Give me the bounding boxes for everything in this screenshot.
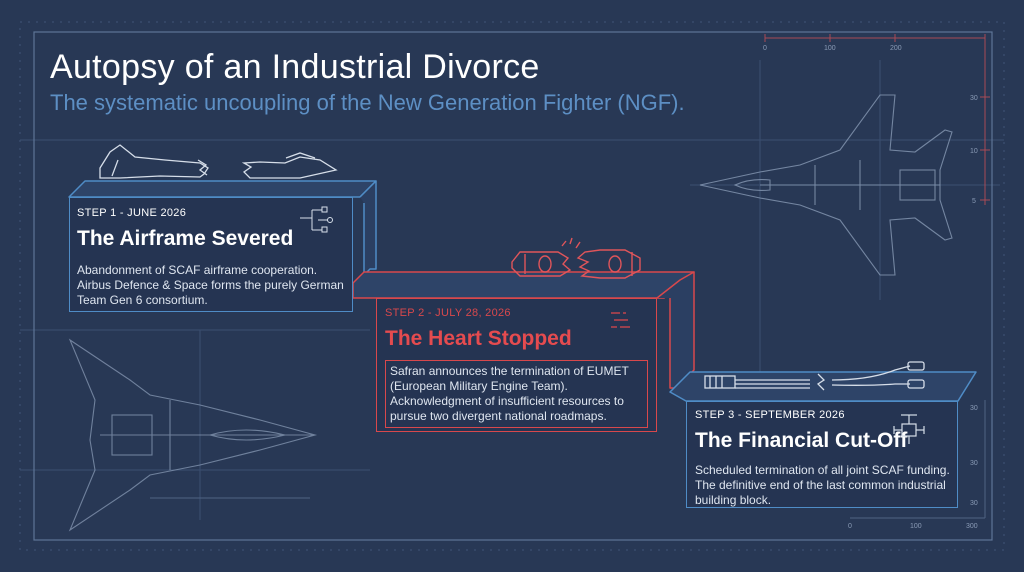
valve-icon bbox=[893, 414, 925, 444]
ruler-bottom-1: 100 bbox=[910, 523, 922, 530]
step-3-title: The Financial Cut-Off bbox=[695, 429, 908, 452]
step-3-card: STEP 3 - SEPTEMBER 2026 The Financial Cu… bbox=[686, 401, 958, 508]
step2-riser bbox=[656, 271, 695, 389]
ruler-side-1: 10 bbox=[970, 148, 978, 155]
ruler-side-2: 5 bbox=[972, 198, 976, 205]
circuit-icon bbox=[300, 206, 333, 233]
severed-airframe-icon bbox=[99, 144, 338, 179]
step-3-description: Scheduled termination of all joint SCAF … bbox=[695, 463, 950, 507]
ruler-bottom-2: 300 bbox=[966, 523, 978, 530]
step-2-description: Safran announces the termination of EUME… bbox=[385, 360, 648, 428]
ruler-top-1: 100 bbox=[824, 45, 836, 52]
cut-cables-icon bbox=[704, 361, 925, 391]
ruler-right-1: 30 bbox=[970, 460, 978, 467]
step-1-label: STEP 1 - JUNE 2026 bbox=[77, 207, 187, 219]
ruler-side-0: 30 bbox=[970, 95, 978, 102]
page-title: Autopsy of an Industrial Divorce bbox=[50, 48, 540, 86]
step-2-label: STEP 2 - JULY 28, 2026 bbox=[385, 307, 511, 319]
top-ruler bbox=[764, 34, 990, 205]
fighter-jet-top-view-right bbox=[699, 94, 953, 276]
faint-grid bbox=[20, 60, 1004, 520]
ruler-top-0: 0 bbox=[763, 45, 767, 52]
ruler-right-2: 30 bbox=[970, 500, 978, 507]
outer-dotted-frame bbox=[19, 21, 1005, 551]
step1-shelf bbox=[68, 180, 377, 198]
step-1-description: Abandonment of SCAF airframe cooperation… bbox=[77, 263, 344, 307]
step3-shelf bbox=[669, 371, 977, 402]
gauge-icon bbox=[611, 312, 630, 328]
ruler-bottom-0: 0 bbox=[848, 523, 852, 530]
page-subtitle: The systematic uncoupling of the New Gen… bbox=[50, 90, 685, 115]
step-1-card: STEP 1 - JUNE 2026 The Airframe Severed … bbox=[69, 197, 353, 312]
main-frame bbox=[33, 31, 993, 541]
broken-engine-icon bbox=[511, 237, 641, 279]
step-3-label: STEP 3 - SEPTEMBER 2026 bbox=[695, 409, 845, 421]
fighter-jet-top-view-left bbox=[68, 338, 318, 532]
step-2-title: The Heart Stopped bbox=[385, 327, 572, 350]
step-2-card: STEP 2 - JULY 28, 2026 The Heart Stopped… bbox=[376, 298, 657, 432]
step-track bbox=[68, 180, 977, 402]
ruler-top-2: 200 bbox=[890, 45, 902, 52]
step1-riser bbox=[359, 180, 377, 276]
ruler-right-0: 30 bbox=[970, 405, 978, 412]
step-1-title: The Airframe Severed bbox=[77, 227, 294, 250]
bottom-ruler bbox=[850, 400, 986, 519]
